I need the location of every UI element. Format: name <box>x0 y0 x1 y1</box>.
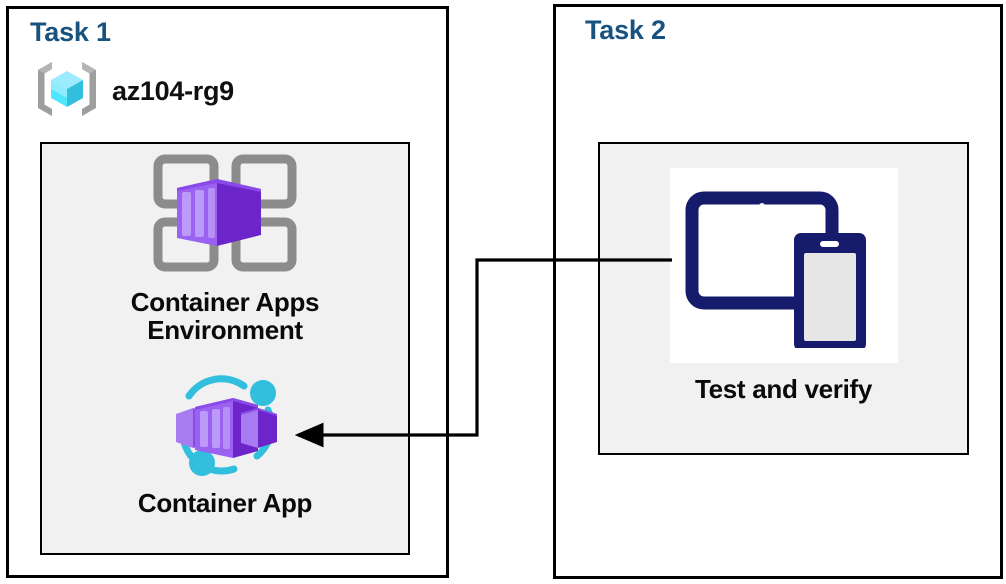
container-app-icon <box>162 370 288 483</box>
task-2-title: Task 2 <box>585 15 666 45</box>
container-app-label: Container App <box>137 488 313 518</box>
node-container-apps-environment: Container Apps Environment <box>40 150 410 344</box>
node-test-and-verify: Test and verify <box>598 168 969 403</box>
task-1-title: Task 1 <box>30 17 111 47</box>
resource-group-row: az104-rg9 <box>34 58 234 125</box>
devices-test-icon <box>684 178 884 353</box>
resource-group-label: az104-rg9 <box>112 76 234 106</box>
node-container-app: Container App <box>40 370 410 517</box>
test-and-verify-label: Test and verify <box>694 374 873 404</box>
test-icon-plate <box>669 168 898 363</box>
container-apps-environment-label: Container Apps Environment <box>130 287 320 346</box>
container-apps-environment-icon <box>149 150 301 280</box>
resource-group-icon <box>34 58 100 125</box>
